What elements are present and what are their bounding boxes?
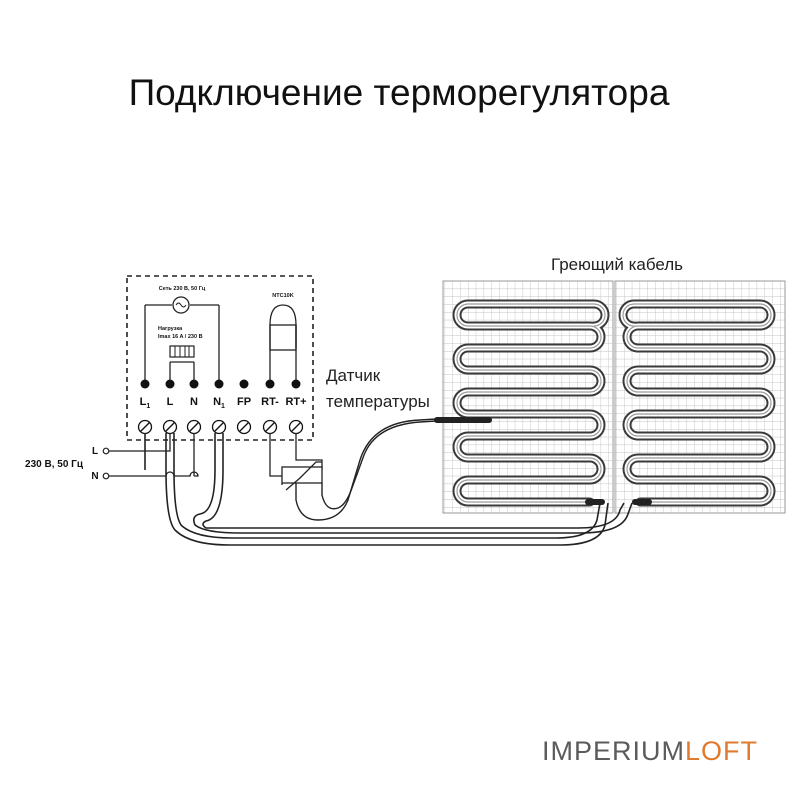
supply-label: 230 В, 50 Гц	[25, 459, 84, 470]
screw-terminal-icon	[236, 419, 252, 435]
screw-terminal-icon	[162, 419, 178, 435]
thermostat-box	[126, 275, 314, 441]
terminal-dot-FP	[239, 379, 249, 389]
terminal-dot-N1	[214, 379, 224, 389]
brand-logo-part1: IMPERIUM	[542, 736, 685, 766]
brand-logo: IMPERIUMLOFT	[542, 736, 758, 766]
terminal-labels: L1 L N N1 FP RT- RT+	[140, 396, 307, 410]
heating-mat-left	[442, 280, 614, 514]
sensor-label-line1: Датчик	[326, 366, 381, 385]
terminal-label-FP: FP	[237, 396, 251, 408]
wire-supply-L	[109, 433, 171, 452]
heating-mat-right	[614, 280, 786, 514]
terminal-dot-L1	[140, 379, 150, 389]
terminal-label-RT-minus: RT-	[261, 396, 279, 408]
terminal-label-N1: N1	[213, 396, 225, 410]
terminal-dot-RT-plus	[291, 379, 301, 389]
heating-mat	[442, 280, 786, 514]
terminal-label-L1: L1	[140, 396, 151, 410]
terminal-dots	[140, 379, 301, 389]
screw-terminals	[137, 419, 304, 435]
screw-terminal-icon	[211, 419, 227, 435]
cable-coupling-left	[585, 499, 605, 505]
brand-logo-part2: LOFT	[685, 736, 758, 766]
page-title: Подключение терморегулятора	[129, 72, 670, 113]
relay-contact-icon	[169, 345, 195, 382]
terminal-label-L: L	[167, 396, 174, 408]
heating-cable-label: Греющий кабель	[551, 255, 683, 274]
sensor-label-line2: температуры	[326, 392, 430, 411]
network-label: Сеть 230 В, 50 Гц	[159, 286, 206, 292]
screw-terminal-icon	[288, 419, 304, 435]
terminal-dot-N	[189, 379, 199, 389]
terminal-label-N: N	[190, 396, 198, 408]
supply-line-N-label: N	[91, 471, 98, 482]
screw-terminal-icon	[262, 419, 278, 435]
load-label: Нагрузка	[158, 326, 183, 332]
terminal-dot-RT-minus	[265, 379, 275, 389]
supply-line-L-label: L	[92, 446, 98, 457]
thermistor-icon	[281, 466, 323, 484]
load-rating-label: Imax 16 A / 230 В	[158, 334, 203, 340]
sensor-circuit	[269, 417, 492, 521]
power-supply-input: 230 В, 50 Гц L N	[25, 433, 199, 482]
ac-source-icon	[144, 296, 220, 380]
cable-coupling-right	[632, 499, 652, 505]
screw-terminal-icon	[137, 419, 153, 435]
screw-terminal-icon	[186, 419, 202, 435]
sensor-cable-second	[321, 420, 437, 510]
terminal-label-RT-plus: RT+	[285, 396, 306, 408]
supply-N-node	[102, 472, 110, 480]
load-wires	[144, 433, 633, 546]
wire-supply-N	[109, 433, 199, 477]
supply-L-node	[102, 447, 110, 455]
temperature-sensor-probe-icon	[434, 417, 492, 423]
sensor-model-label: NTC10K	[272, 293, 293, 299]
sensor-cable	[295, 418, 437, 521]
terminal-dot-L	[165, 379, 175, 389]
ntc-sensor-probe-icon	[269, 304, 297, 382]
